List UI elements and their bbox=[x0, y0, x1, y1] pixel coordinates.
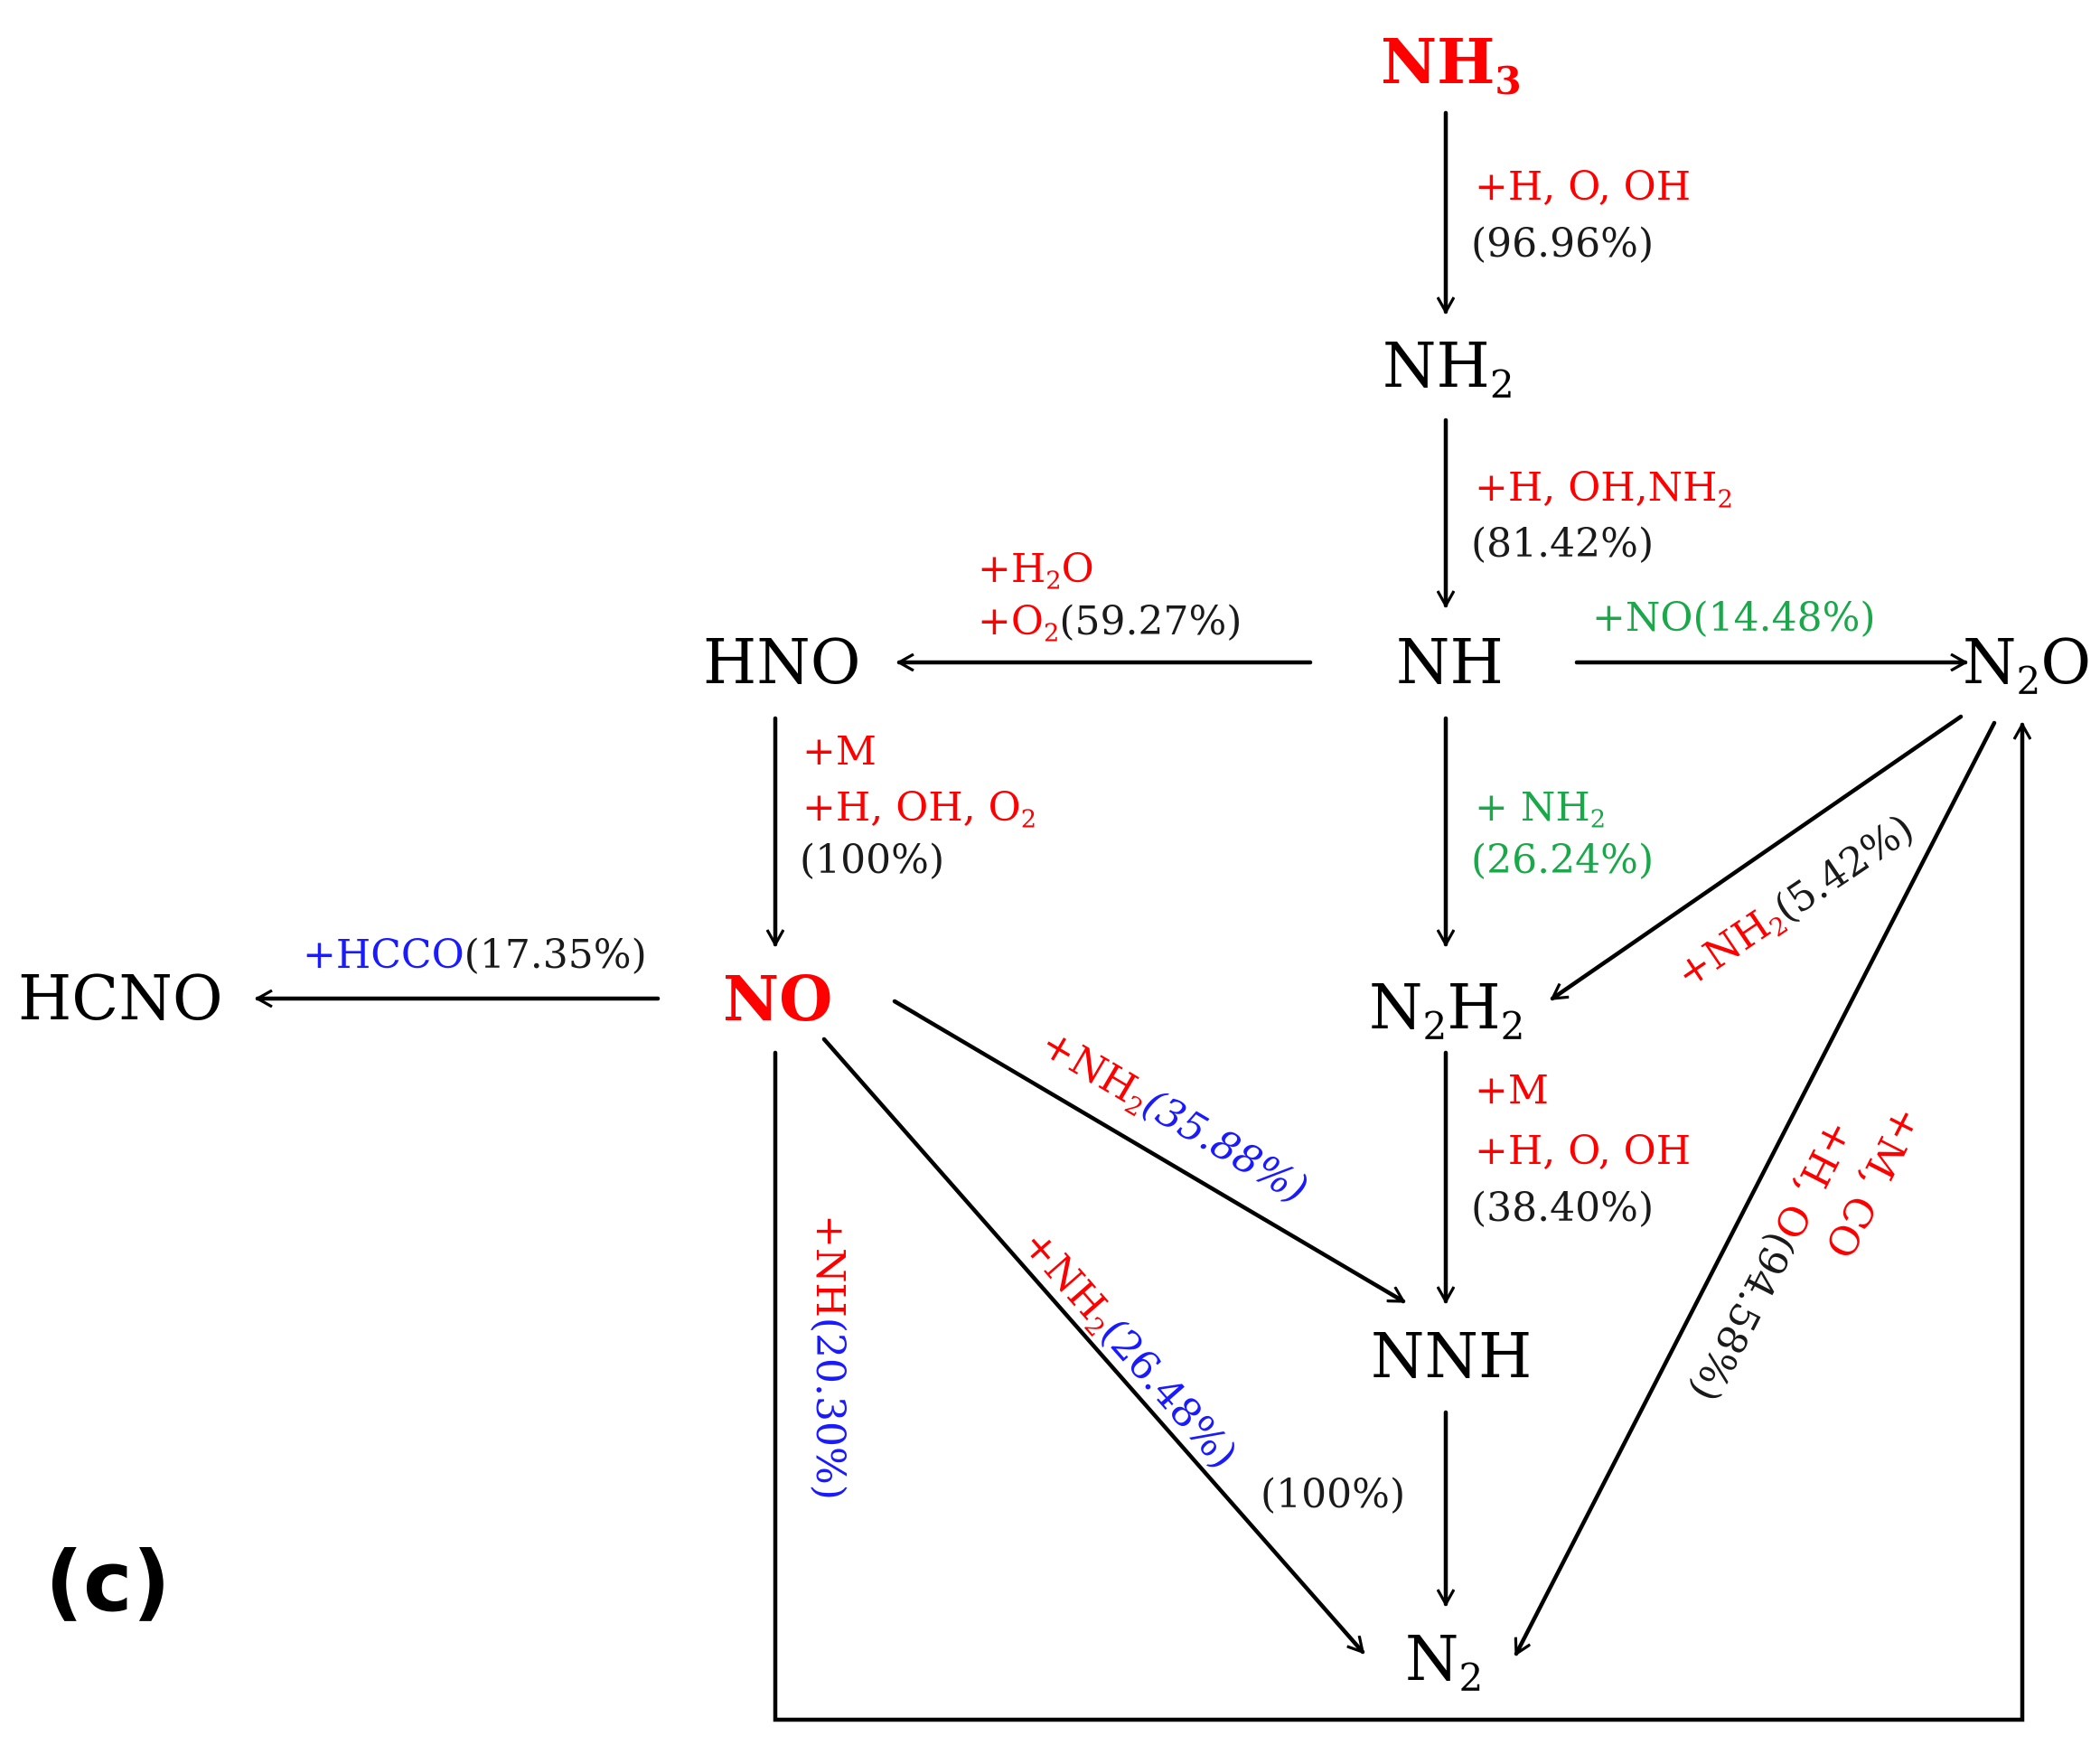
species-no: NO bbox=[723, 963, 833, 1036]
arrow-n2o-to-n2 bbox=[1516, 720, 1997, 1654]
label-nh-hno-line1: +H2O bbox=[978, 546, 1094, 596]
label-nnh-n2-percent: (100%) bbox=[1261, 1471, 1406, 1517]
label-hno-no-line2: +H, OH, O2 bbox=[802, 784, 1037, 834]
label-nh-hno-line2: +O2(59.27%) bbox=[978, 598, 1242, 648]
arrow-no-to-nnh bbox=[892, 999, 1403, 1304]
label-hno-no-percent: (100%) bbox=[800, 837, 945, 883]
panel-label: (c) bbox=[45, 1534, 171, 1630]
species-nh: NH bbox=[1396, 627, 1504, 699]
arrow-no-to-n2 bbox=[821, 1037, 1365, 1652]
label-nh-n2o: +NO(14.48%) bbox=[1592, 595, 1876, 641]
label-n2h2-nnh-line1: +M bbox=[1475, 1067, 1549, 1113]
species-nh3: NH3 bbox=[1381, 26, 1522, 103]
label-n2h2-nnh-percent: (38.40%) bbox=[1471, 1185, 1655, 1231]
label-n2h2-nnh-line2: +H, O, OH bbox=[1475, 1128, 1692, 1174]
label-nh3-nh2-reactants: +H, O, OH bbox=[1475, 164, 1692, 210]
species-hcno: HCNO bbox=[18, 963, 223, 1035]
label-no-n2-nh: +NH(20.30%) bbox=[807, 1215, 853, 1500]
arrow-n2o-to-n2h2 bbox=[1552, 714, 1964, 1001]
label-nh-n2h2-reactants: + NH2 bbox=[1475, 784, 1607, 834]
species-n2h2: N2H2 bbox=[1369, 972, 1525, 1048]
species-nnh: NNH bbox=[1371, 1321, 1533, 1393]
species-hno: HNO bbox=[703, 627, 861, 699]
label-nh2-nh-percent: (81.42%) bbox=[1471, 521, 1655, 567]
label-nh3-nh2-percent: (96.96%) bbox=[1471, 220, 1655, 267]
arrow-no-to-n2o-loop bbox=[773, 722, 2022, 1722]
label-nh-n2h2-percent: (26.24%) bbox=[1471, 837, 1655, 883]
label-no-hcno: +HCCO(17.35%) bbox=[303, 932, 647, 978]
label-hno-no-line1: +M bbox=[802, 728, 877, 774]
species-n2o: N2O bbox=[1963, 627, 2092, 703]
species-nh2: NH2 bbox=[1383, 331, 1514, 407]
label-nh2-nh-reactants: +H, OH,NH2 bbox=[1475, 464, 1733, 514]
species-n2: N2 bbox=[1405, 1624, 1484, 1700]
